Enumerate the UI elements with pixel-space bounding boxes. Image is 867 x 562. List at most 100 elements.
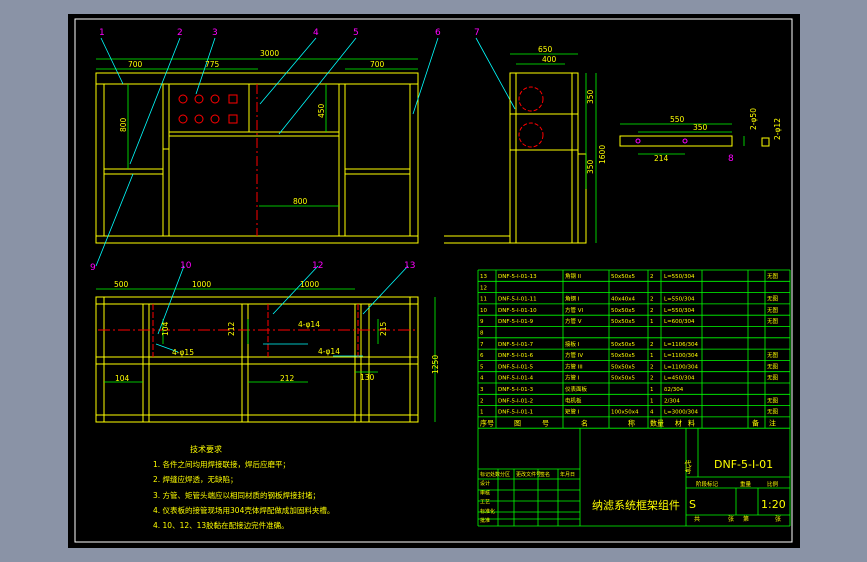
bom-header-cell: 注	[769, 418, 776, 427]
bom-cell: DNF-5-I-01-1	[498, 410, 533, 416]
bom-cell: 无图	[767, 408, 779, 416]
bom-cell: 2	[650, 342, 654, 348]
bom-header-cell: 图	[514, 419, 521, 427]
dim-104-b: 104	[115, 374, 130, 383]
balloon-12: 12	[312, 261, 323, 271]
dim-130: 130	[360, 373, 375, 382]
bom-cell: DNF-5-I-01-7	[498, 342, 534, 348]
bom-cell: 10	[480, 308, 487, 314]
front-view	[95, 72, 419, 244]
sheet-total-label: 共	[694, 515, 700, 523]
dim-214: 214	[654, 154, 669, 163]
dim-4-phi14-a: 4-φ14	[298, 320, 320, 329]
dim-2-phi12: 2-φ12	[773, 118, 782, 140]
bom-cell: 100x50x4	[611, 410, 639, 416]
side-motor-circles	[518, 86, 544, 148]
bom-cell: δ2/304	[664, 387, 684, 393]
sheet-no-tail: 张	[775, 515, 781, 523]
dim-650: 650	[538, 45, 553, 54]
dim-212-b: 212	[280, 374, 295, 383]
bom-cell: L=450/304	[664, 376, 695, 382]
bom-cell: 无图	[767, 351, 779, 359]
bom-header-cell: 号	[542, 419, 549, 427]
dim-1250: 1250	[431, 355, 440, 374]
bom-header-cell: 称	[628, 418, 635, 427]
dim-400: 400	[542, 55, 557, 64]
plan-view	[95, 296, 419, 423]
stage-value: S	[689, 498, 696, 511]
bom-cell: DNF-5-I-01-2	[498, 398, 533, 404]
plan-dimension-lines	[96, 288, 436, 422]
bom-cell: 2	[650, 308, 654, 314]
balloon-leaders-top	[95, 37, 516, 267]
bom-cell: DNF-5-I-01-4	[498, 376, 534, 382]
dim-700-left: 700	[128, 60, 143, 69]
bom-cell: L=550/304	[664, 274, 695, 280]
bom-header-cell: 序号	[480, 418, 494, 427]
sign-col-label: 更改文件号	[516, 471, 541, 478]
bom-cell: 无图	[767, 295, 779, 303]
sign-row-label: 标记处数	[480, 471, 500, 478]
balloon-1: 1	[99, 28, 105, 38]
instrument-holes	[178, 94, 238, 124]
bom-cell: 2	[480, 398, 484, 404]
bom-cell: 角钢 I	[565, 295, 580, 303]
bom-cell: DNF-5-I-01-11	[498, 297, 537, 303]
balloon-4: 4	[313, 28, 319, 38]
title-block-text: 代号 DNF-5-I-01 纳滤系统框架组件 阶段标记 重量 比例 S 1:20…	[592, 458, 786, 523]
bom-cell: 2	[650, 297, 654, 303]
bom-cell: 无图	[767, 317, 779, 325]
dim-2-phi50: 2-φ50	[749, 108, 758, 130]
balloon-8: 8	[728, 154, 734, 164]
bom-cell: 1	[650, 398, 654, 404]
bom-cell: 50x50x5	[611, 319, 636, 325]
bom-cell: L=550/304	[664, 297, 695, 303]
dim-800-vertical: 800	[119, 117, 128, 132]
dim-3000: 3000	[260, 49, 279, 58]
balloon-numbers: 1 2 3 4 5 6 7 8 9 10 12 13	[90, 28, 734, 273]
bom-cell: 电机板	[565, 396, 582, 404]
bom-cell: 方管 V	[565, 317, 582, 325]
balloon-7: 7	[474, 28, 480, 38]
balloon-2: 2	[177, 28, 183, 38]
bom-cell: 方管 VI	[565, 306, 584, 314]
scale-value: 1:20	[761, 498, 786, 511]
sign-row-label: 审核	[480, 489, 490, 496]
dim-212-a: 212	[227, 321, 236, 336]
bom-header-cell: 备	[752, 418, 759, 427]
bom-cell: L=1106/304	[664, 342, 699, 348]
dim-775: 775	[205, 60, 220, 69]
side-view	[444, 72, 587, 244]
balloon-13: 13	[404, 261, 415, 271]
bom-cell: 1	[480, 410, 484, 416]
weight-label: 重量	[740, 480, 752, 488]
technical-notes: 技术要求 1. 各件之间均用焊接联接，焊后应磨平； 2. 焊缝应焊透，无缺陷； …	[153, 444, 334, 530]
bom-cell: 1	[650, 387, 654, 393]
cad-drawing: 3000 700 775 700 800 450 800 650 400 350…	[74, 18, 793, 543]
detail-part	[619, 135, 770, 147]
sheet-no-label: 第	[743, 515, 749, 523]
bom-cell: L=3000/304	[664, 410, 699, 416]
sheet-label: 张	[728, 515, 734, 523]
dim-500: 500	[114, 280, 129, 289]
bom-cell: L=600/304	[664, 319, 695, 325]
bom-cell: 2/304	[664, 398, 680, 404]
sign-col-label: 年月日	[560, 471, 575, 478]
dim-104-a: 104	[161, 321, 170, 336]
sign-col-label: 分区	[500, 471, 510, 478]
dim-215: 215	[379, 321, 388, 336]
balloon-leaders-bottom	[155, 265, 409, 357]
bom-header-cell: 料	[688, 418, 695, 427]
bom-cell: 方管 IV	[565, 351, 583, 359]
note-3: 3. 方管、矩管头端应以相同材质的钢板焊接封堵；	[153, 490, 320, 500]
bom-cell: 12	[480, 285, 487, 291]
stage-label: 阶段标记	[696, 480, 719, 488]
sign-block-text: 标记处数设计审核工艺标准化批准分区更改文件号签名年月日	[480, 471, 575, 524]
bom-cell: 50x50x5	[611, 342, 636, 348]
sign-row-label: 标准化	[480, 508, 495, 515]
sign-col-label: 签名	[540, 471, 550, 478]
bom-cell: 9	[480, 319, 484, 325]
bom-cell: 无图	[767, 396, 779, 404]
sign-row-label: 工艺	[480, 500, 490, 506]
